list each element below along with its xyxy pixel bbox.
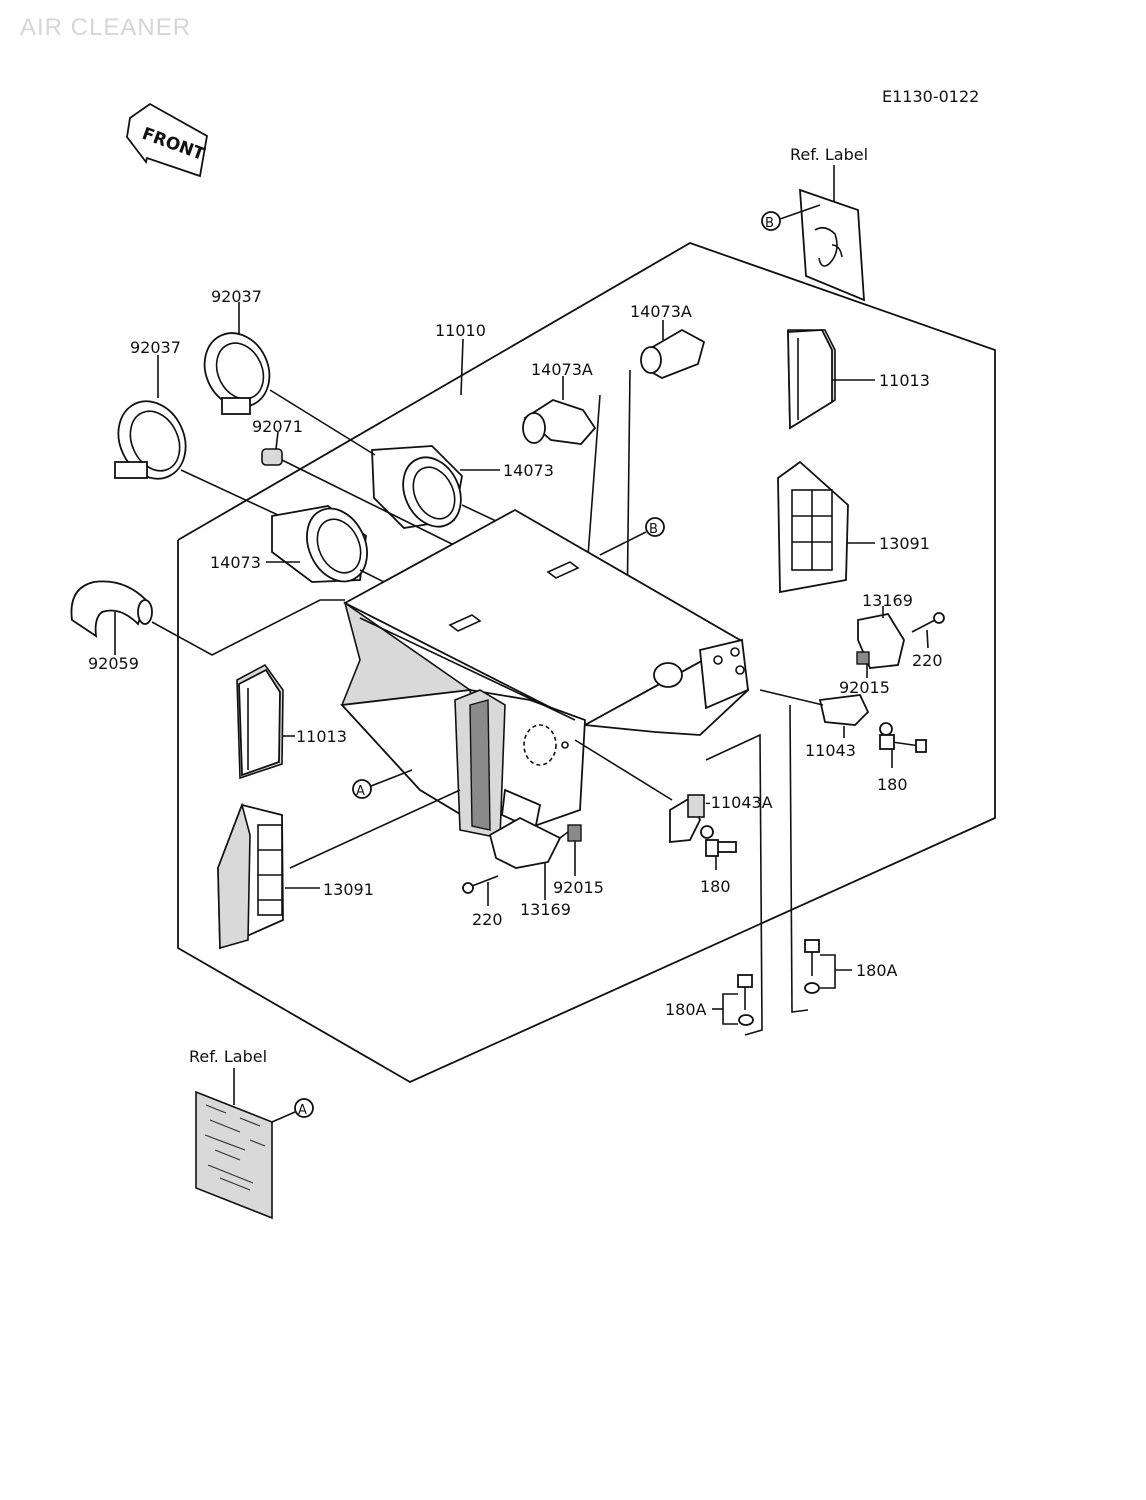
part-label: 14073 bbox=[503, 461, 554, 480]
svg-text:A: A bbox=[356, 784, 365, 799]
part-label: 180 bbox=[700, 877, 731, 896]
part-label: 14073A bbox=[531, 360, 593, 379]
ref-marker-b bbox=[761, 211, 781, 231]
element-11013-left: 11013 bbox=[236, 663, 347, 780]
part-label: 13091 bbox=[879, 534, 930, 553]
part-label: 11013 bbox=[296, 727, 347, 746]
bolt-180a-right: 180A bbox=[804, 939, 898, 994]
part-label: 92015 bbox=[553, 878, 604, 897]
part-label: 11043 bbox=[805, 741, 856, 760]
ref-label-title: Ref. Label bbox=[189, 1047, 267, 1066]
boot-14073-left: 14073 bbox=[210, 505, 368, 583]
fitting-14073a-top: 14073A bbox=[630, 302, 706, 379]
part-label: 11010 bbox=[435, 321, 486, 340]
ref-marker-a bbox=[294, 1098, 314, 1118]
housing-marker-a bbox=[352, 779, 372, 799]
part-label: 180 bbox=[877, 775, 908, 794]
diagram-code: E1130-0122 bbox=[882, 87, 979, 106]
diagram-title: AIR CLEANER bbox=[20, 14, 192, 41]
housing-marker-b bbox=[645, 517, 665, 537]
part-label: 14073A bbox=[630, 302, 692, 321]
front-arrow-icon: FRONT bbox=[126, 102, 208, 178]
boot-14073-right: 14073 bbox=[371, 445, 554, 529]
part-label: 180A bbox=[665, 1000, 707, 1019]
frame-13091-left: 13091 bbox=[217, 789, 461, 950]
part-label: 92071 bbox=[252, 417, 303, 436]
air-cleaner-housing: A B bbox=[340, 508, 749, 840]
part-label: 13169 bbox=[862, 591, 913, 610]
hose-92059: 92059 bbox=[70, 580, 153, 673]
part-label: 13091 bbox=[323, 880, 374, 899]
bracket-11043: 11043 180 bbox=[759, 689, 927, 794]
bracket-13169-bottom: 92015 220 13169 bbox=[462, 816, 604, 929]
svg-text:B: B bbox=[649, 522, 658, 537]
svg-text:A: A bbox=[298, 1103, 307, 1118]
part-label: 180A bbox=[856, 961, 898, 980]
cap-92071: 92071 bbox=[252, 417, 303, 466]
part-label: 14073 bbox=[210, 553, 261, 572]
part-label: 220 bbox=[912, 651, 943, 670]
clamp-92037-left: 92037 bbox=[114, 338, 187, 480]
ref-label-title: Ref. Label bbox=[790, 145, 868, 164]
bracket-13169-right: 13169 220 92015 bbox=[839, 591, 945, 697]
part-label: 92015 bbox=[839, 678, 890, 697]
fitting-14073a-mid: 14073A bbox=[522, 360, 597, 445]
ref-label-b: Ref. Label B bbox=[761, 145, 868, 302]
part-label: 92037 bbox=[130, 338, 181, 357]
bolt-180a-left: 180A bbox=[665, 974, 754, 1026]
bracket-11043a: -11043A 180 bbox=[574, 739, 773, 896]
part-label: 92037 bbox=[211, 287, 262, 306]
frame-13091-right: 13091 bbox=[777, 460, 930, 594]
ref-label-a: Ref. Label A bbox=[189, 1047, 314, 1220]
element-11013-right: 11013 bbox=[787, 329, 930, 430]
svg-text:B: B bbox=[765, 216, 774, 231]
clamp-92037-top: 92037 bbox=[203, 287, 271, 415]
part-label: 13169 bbox=[520, 900, 571, 919]
part-label: 220 bbox=[472, 910, 503, 929]
part-label: -11043A bbox=[705, 793, 773, 812]
part-label: 92059 bbox=[88, 654, 139, 673]
assembly-outline bbox=[177, 242, 996, 1084]
part-label: 11013 bbox=[879, 371, 930, 390]
